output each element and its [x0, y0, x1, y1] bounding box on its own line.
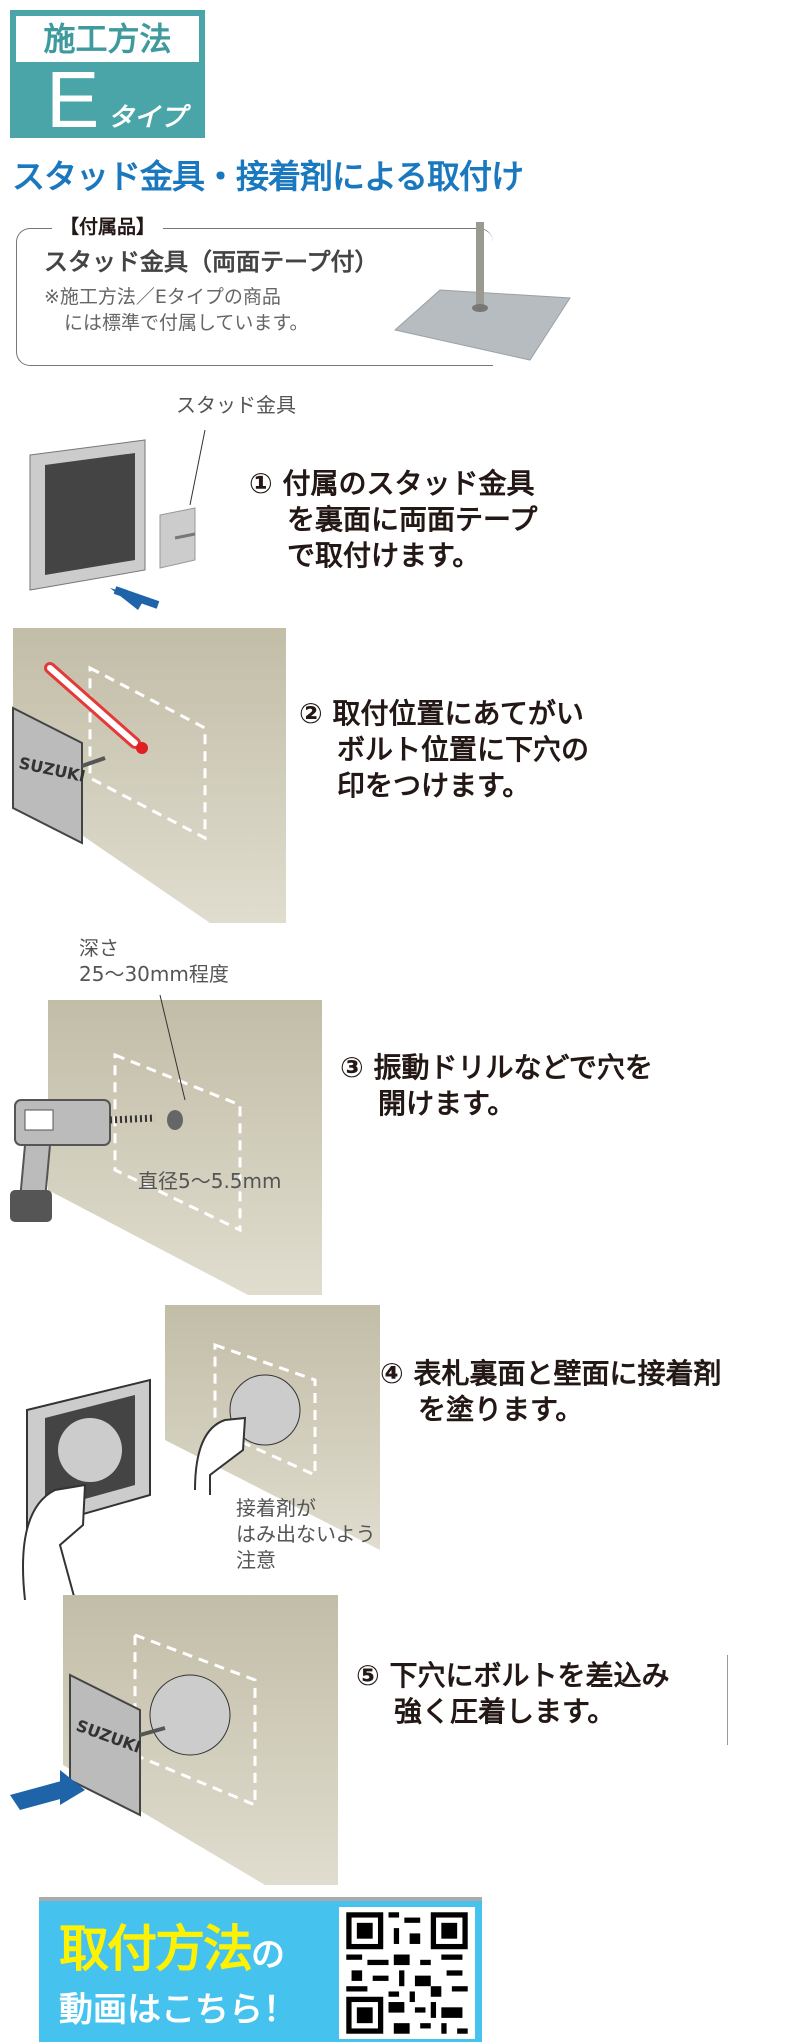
step-line: 印をつけます。: [337, 769, 531, 802]
step-number: ①: [249, 467, 273, 500]
type-letter: E: [46, 55, 100, 144]
step1-illustration: [29, 429, 206, 610]
accessory-box: [16, 228, 493, 366]
step-number: ⑤: [356, 1659, 380, 1692]
note-line: 注意: [236, 1548, 276, 1572]
depth-label: 深さ 25〜30mm程度: [79, 935, 229, 987]
banner-line2: 動画はこちら！: [59, 1990, 297, 2030]
step-5-text: ⑤ 下穴にボルトを差込み 強く圧着します。: [356, 1658, 669, 1730]
accessory-name: スタッド金具（両面テープ付）: [44, 248, 379, 276]
step-line: 開けます。: [378, 1087, 516, 1120]
step2-illustration: SUZUKI: [12, 628, 286, 923]
step-line: 下穴にボルトを差込み: [389, 1659, 670, 1692]
note-line: ※施工方法／Eタイプの商品: [44, 286, 281, 308]
banner-suffix: の: [251, 1935, 285, 1975]
stud-bracket-image: [393, 222, 571, 361]
step-number: ②: [299, 697, 323, 730]
type-suffix: タイプ: [108, 103, 187, 133]
method-type-badge: 施工方法 E タイプ: [10, 10, 205, 144]
step-line: 表札裏面と壁面に接着剤: [413, 1357, 722, 1390]
step-line: 強く圧着します。: [394, 1695, 616, 1728]
banner-line1: 取付方法の: [59, 1919, 285, 1985]
step-line: 取付位置にあてがい: [332, 697, 584, 730]
depth-line: 深さ: [79, 936, 119, 960]
step-number: ③: [340, 1051, 364, 1084]
video-banner[interactable]: 取付方法の 動画はこちら！: [39, 1897, 482, 2042]
divider: [727, 1655, 728, 1745]
page-title: スタッド金具・接着剤による取付け: [12, 157, 524, 196]
note-line: はみ出ないよう: [236, 1522, 376, 1546]
step-number: ④: [380, 1357, 404, 1390]
step4-illustration: [22, 1305, 380, 1600]
method-label: 施工方法: [16, 16, 199, 62]
step-2-text: ② 取付位置にあてがい ボルト位置に下穴の 印をつけます。: [299, 696, 589, 804]
adhesive-note: 接着剤が はみ出ないよう 注意: [236, 1495, 376, 1573]
diameter-label: 直径5〜5.5mm: [138, 1169, 282, 1193]
step-line: 付属のスタッド金具: [282, 467, 535, 500]
step5-illustration: SUZUKI: [10, 1595, 338, 1885]
accessory-label: 【付属品】: [52, 214, 164, 240]
qr-code-icon[interactable]: [339, 1907, 475, 2039]
step-line: で取付けます。: [287, 539, 481, 572]
banner-highlight: 取付方法: [59, 1920, 253, 1978]
step-line: を塗ります。: [418, 1393, 584, 1426]
step-line: を裏面に両面テープ: [287, 503, 538, 536]
step-4-text: ④ 表札裏面と壁面に接着剤 を塗ります。: [380, 1356, 721, 1428]
depth-line: 25〜30mm程度: [79, 962, 229, 986]
step3-illustration: [10, 994, 322, 1295]
step-line: ボルト位置に下穴の: [337, 733, 590, 766]
arrow-icon: [10, 1780, 75, 1810]
step-line: 振動ドリルなどで穴を: [373, 1051, 653, 1084]
note-line: 接着剤が: [236, 1496, 316, 1520]
stud-callout: スタッド金具: [176, 393, 296, 417]
accessory-note: ※施工方法／Eタイプの商品 には標準で付属しています。: [44, 284, 309, 336]
step-3-text: ③ 振動ドリルなどで穴を 開けます。: [340, 1050, 653, 1122]
note-line: には標準で付属しています。: [64, 312, 309, 334]
step-1-text: ① 付属のスタッド金具 を裏面に両面テープ で取付けます。: [249, 466, 537, 574]
